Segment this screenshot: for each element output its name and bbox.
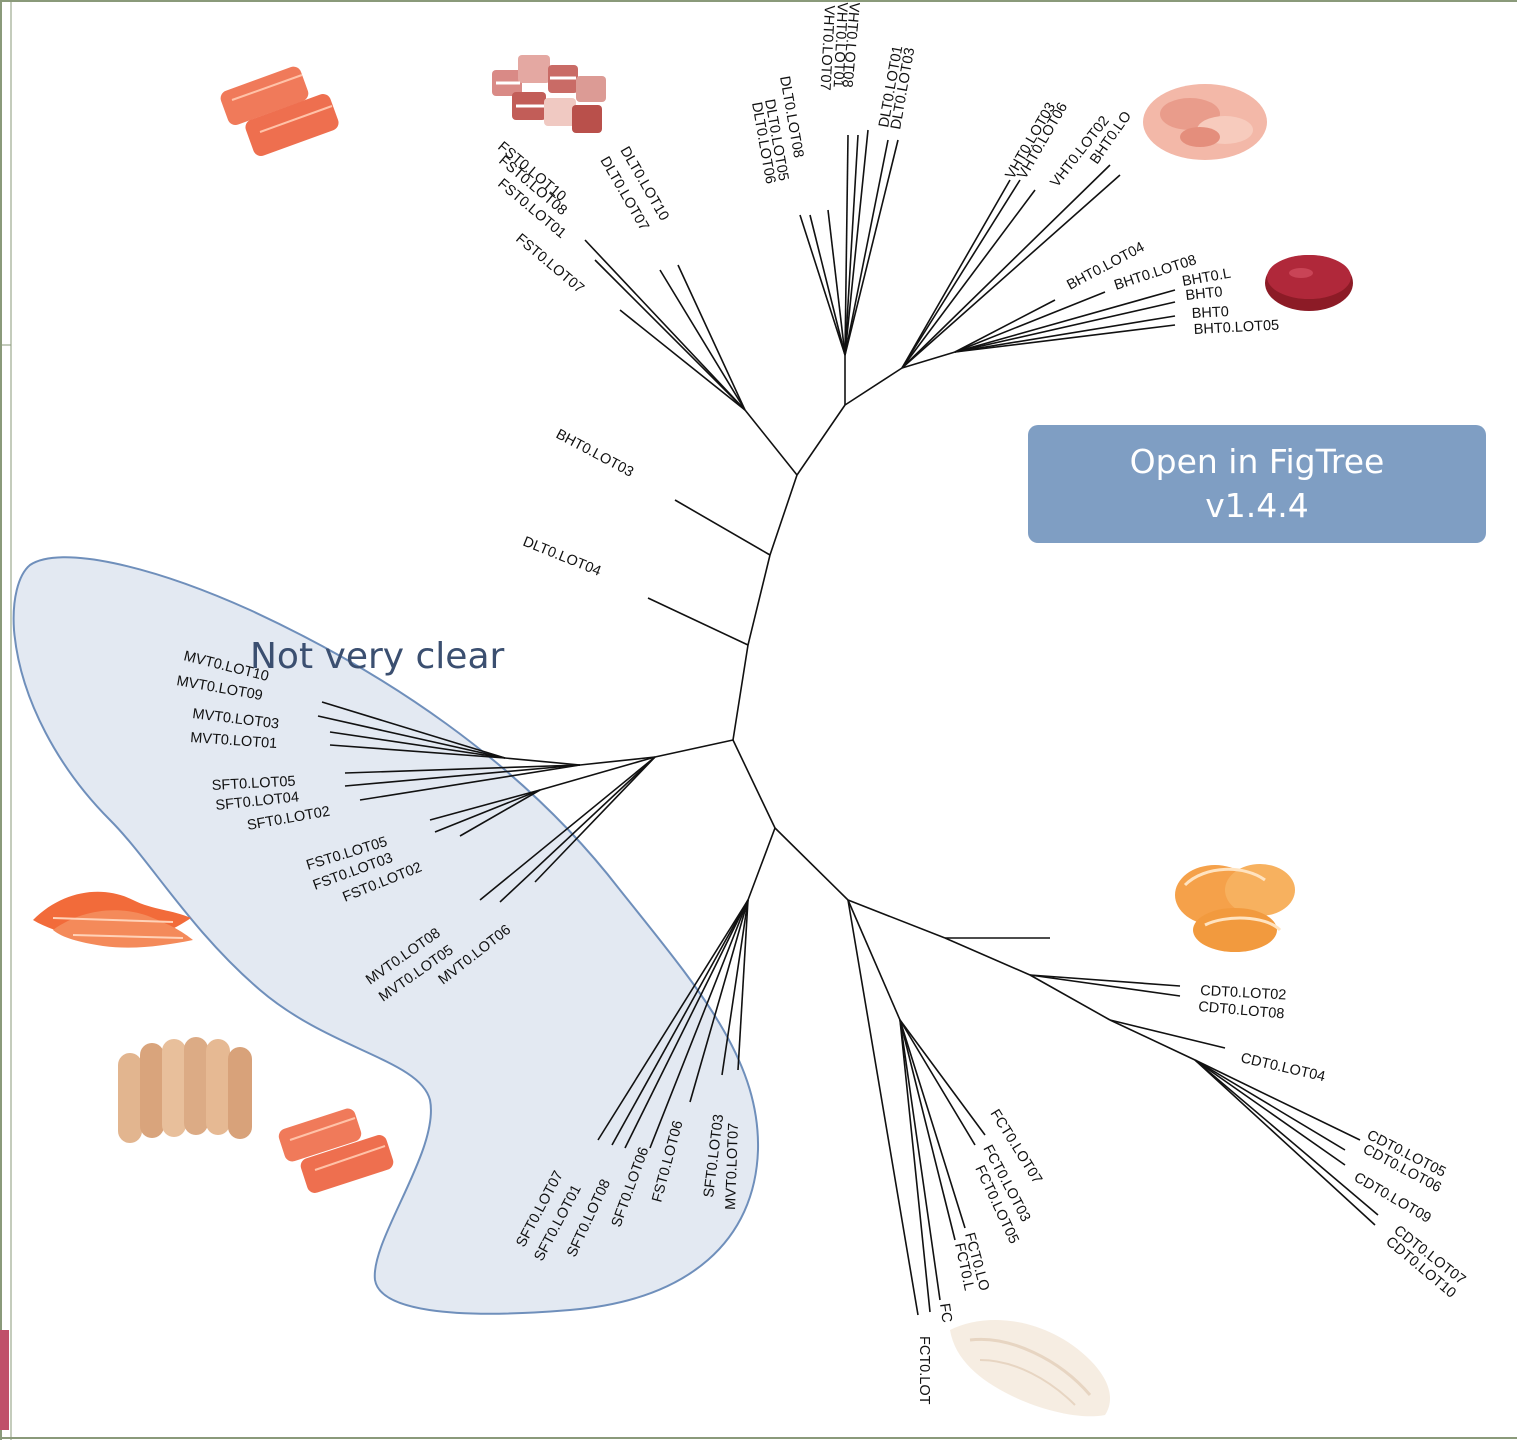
tip-label: MVT0.LOT01 (190, 730, 278, 752)
salmon-fillet-icon (220, 66, 339, 156)
shrimp-icon (1175, 864, 1295, 952)
tree-branches (317, 129, 1379, 1316)
tip-label: BHT0 (1191, 304, 1229, 322)
tip-label: MVT0.LOT07 (723, 1123, 742, 1211)
tip-label: DLT0.LOT04 (521, 534, 604, 580)
tip-label: SFT0.LOT05 (211, 774, 296, 794)
tip-label: BHT0.LOT05 (1193, 318, 1279, 338)
sausages-icon (118, 1037, 252, 1143)
unclear-region-highlight (12, 556, 760, 1315)
tip-label: FC (936, 1302, 955, 1323)
minced-meat-icon (1143, 84, 1267, 160)
tip-label: VHT0.LOT01 (830, 2, 850, 88)
slide-edge-accent (0, 1330, 9, 1430)
button-label-line2: v1.4.4 (1205, 486, 1309, 525)
salmon-steak-icon (278, 1108, 394, 1193)
tip-label: BHT0.LOT03 (553, 426, 636, 480)
unclear-note-label: Not very clear (250, 636, 505, 677)
burger-patty-icon (1265, 255, 1353, 311)
open-in-figtree-button[interactable]: Open in FigTree v1.4.4 (1028, 425, 1486, 543)
tip-label: VHT0.LOT08 (839, 2, 862, 88)
bacon-icon (492, 55, 606, 133)
tip-label: FCT0.LOT (916, 1336, 932, 1405)
tip-label: CDT0.LOT02 (1200, 983, 1287, 1003)
tip-label: VHT0.LOT07 (817, 5, 837, 91)
smoked-salmon-icon (33, 891, 193, 948)
button-label-line1: Open in FigTree (1129, 442, 1385, 481)
tip-label: CDT0.LOT08 (1198, 999, 1285, 1022)
tip-label: BHT0 (1185, 284, 1224, 304)
tip-label: FST0.LOT07 (512, 231, 586, 297)
white-fish-fillet-icon (950, 1320, 1110, 1417)
tip-label: CDT0.LOT04 (1239, 1050, 1327, 1085)
